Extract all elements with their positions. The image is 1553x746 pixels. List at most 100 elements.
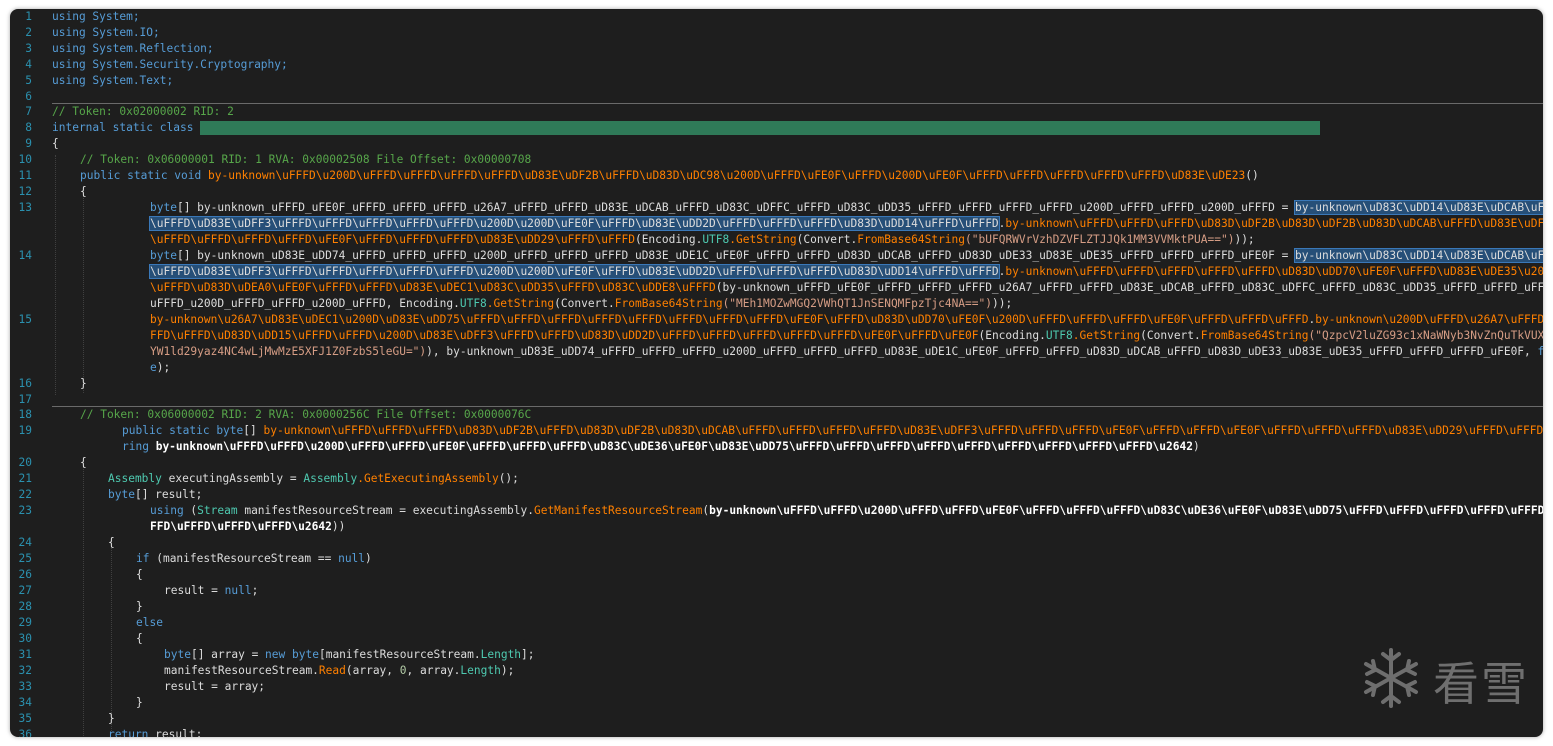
code-line[interactable]: 28} bbox=[10, 599, 1543, 615]
brace: { bbox=[80, 185, 87, 198]
code-line[interactable]: 16} bbox=[10, 376, 1543, 392]
utf8-ref: UTF8 bbox=[702, 233, 730, 246]
code-line[interactable]: 26 { bbox=[10, 567, 1543, 583]
getstring-call[interactable]: .GetString bbox=[729, 233, 797, 246]
code-line[interactable]: 17 bbox=[10, 392, 1543, 406]
method-call[interactable]: GetManifestResourceStream bbox=[533, 504, 703, 517]
type-keyword: byte bbox=[216, 424, 244, 437]
line-number: 19 bbox=[18, 424, 32, 437]
getstring-call[interactable]: .GetString bbox=[486, 297, 555, 310]
frombase64-call[interactable]: FromBase64String bbox=[1200, 329, 1309, 342]
assignment: result = array; bbox=[164, 680, 266, 693]
code-line[interactable]: 30{ bbox=[10, 631, 1543, 647]
method-name[interactable]: by-unknown\uFFFD\uFFFD\uFFFD\uD83D\uDF2B… bbox=[263, 424, 1543, 437]
code-line[interactable]: 9{ bbox=[10, 136, 1543, 152]
code-line[interactable]: 10// Token: 0x06000001 RID: 1 RVA: 0x000… bbox=[10, 152, 1543, 168]
code-line[interactable]: 12 { bbox=[10, 184, 1543, 200]
class-ref[interactable]: by-unknown\u26A7\uD83E\uDEC1\u200D\uD83E… bbox=[150, 313, 1309, 326]
code-line[interactable]: 34} bbox=[10, 695, 1543, 711]
line-number: 14 bbox=[18, 249, 32, 262]
type-keyword: byte bbox=[292, 648, 319, 661]
brace: } bbox=[108, 712, 115, 725]
line-number: 12 bbox=[18, 185, 32, 198]
code-line[interactable]: 7// Token: 0x02000002 RID: 2 bbox=[10, 104, 1543, 120]
line-number: 23 bbox=[18, 504, 32, 517]
getstring-call[interactable]: .GetString bbox=[1072, 329, 1141, 342]
method-call[interactable]: by-unknown\uFFFD\uFFFD\uFFFD\uD83D\uDF2B… bbox=[150, 217, 1543, 246]
frombase64-call[interactable]: FromBase64String bbox=[857, 233, 966, 246]
index-expr: [manifestResourceStream. bbox=[318, 648, 481, 661]
end: )) bbox=[331, 520, 346, 533]
encoding-ref: Encoding. bbox=[399, 297, 460, 310]
line-number: 17 bbox=[18, 393, 32, 406]
method-name[interactable]: by-unknown\uFFFD\u200D\uFFFD\uFFFD\uFFFD… bbox=[208, 169, 1246, 182]
code-line[interactable]: 33 result = array; bbox=[10, 679, 1543, 695]
indent-guide bbox=[83, 193, 84, 393]
parameter: by-unknown\uFFFD\uFFFD\u200D\uFFFD\uFFFD… bbox=[155, 440, 1193, 453]
end: ); bbox=[156, 361, 171, 374]
length-property: Length bbox=[460, 664, 501, 677]
code-line[interactable]: 24{ bbox=[10, 535, 1543, 551]
class-name-highlight[interactable] bbox=[200, 121, 1321, 135]
false-keyword: false bbox=[150, 345, 1543, 374]
code-line[interactable]: 22 byte[] result; bbox=[10, 487, 1543, 503]
string-literal: ("MEh1MOZwMGQ2VWhQT1JnSENQMFpzTjc4NA==") bbox=[722, 297, 992, 310]
end: )); bbox=[1234, 233, 1255, 246]
end: ) bbox=[365, 552, 372, 565]
declaration: [] result; bbox=[134, 488, 203, 501]
end: ); bbox=[500, 664, 515, 677]
assignment: executingAssembly = bbox=[161, 472, 304, 485]
code-line[interactable]: 18// Token: 0x06000002 RID: 2 RVA: 0x000… bbox=[10, 407, 1543, 423]
brace: { bbox=[136, 568, 143, 581]
indent-guide bbox=[111, 543, 112, 733]
type-name: Assembly bbox=[303, 472, 358, 485]
line-number: 22 bbox=[18, 488, 32, 501]
comment: // Token: 0x06000002 RID: 2 RVA: 0x00002… bbox=[80, 408, 532, 421]
code-line[interactable]: 6 bbox=[10, 89, 1543, 103]
object-ref: manifestResourceStream. bbox=[164, 664, 319, 677]
line-number: 20 bbox=[18, 456, 32, 469]
indent-guide bbox=[55, 155, 56, 395]
watermark-text: 看雪 bbox=[1433, 656, 1529, 711]
line-number: 33 bbox=[18, 680, 32, 693]
method-call[interactable]: by-unknown\u200D\uFFFD\u26A7\uFFFD\uFFFD… bbox=[150, 313, 1543, 342]
code-line[interactable]: 35} bbox=[10, 711, 1543, 727]
code-line[interactable]: 20{ bbox=[10, 455, 1543, 471]
type-keyword: byte bbox=[108, 488, 135, 501]
brace: { bbox=[52, 137, 59, 150]
method-call[interactable]: by-unknown\uFFFD\uFFFD\uFFFD\uFFFD\uFFFD… bbox=[150, 265, 1543, 294]
frombase64-call[interactable]: FromBase64String bbox=[614, 297, 723, 310]
line-number: 9 bbox=[25, 137, 32, 150]
line-number: 26 bbox=[18, 568, 32, 581]
else-keyword: else bbox=[136, 616, 163, 629]
using-keyword: using bbox=[150, 504, 184, 517]
read-call[interactable]: Read bbox=[318, 664, 346, 677]
method-modifiers: public static bbox=[122, 424, 210, 437]
brace: { bbox=[136, 632, 143, 645]
using-statement: using System.Security.Cryptography; bbox=[52, 58, 288, 71]
method-call[interactable]: .GetExecutingAssembly bbox=[357, 472, 499, 485]
line-number: 2 bbox=[25, 26, 32, 39]
args: (array, bbox=[345, 664, 400, 677]
brace: } bbox=[136, 696, 143, 709]
